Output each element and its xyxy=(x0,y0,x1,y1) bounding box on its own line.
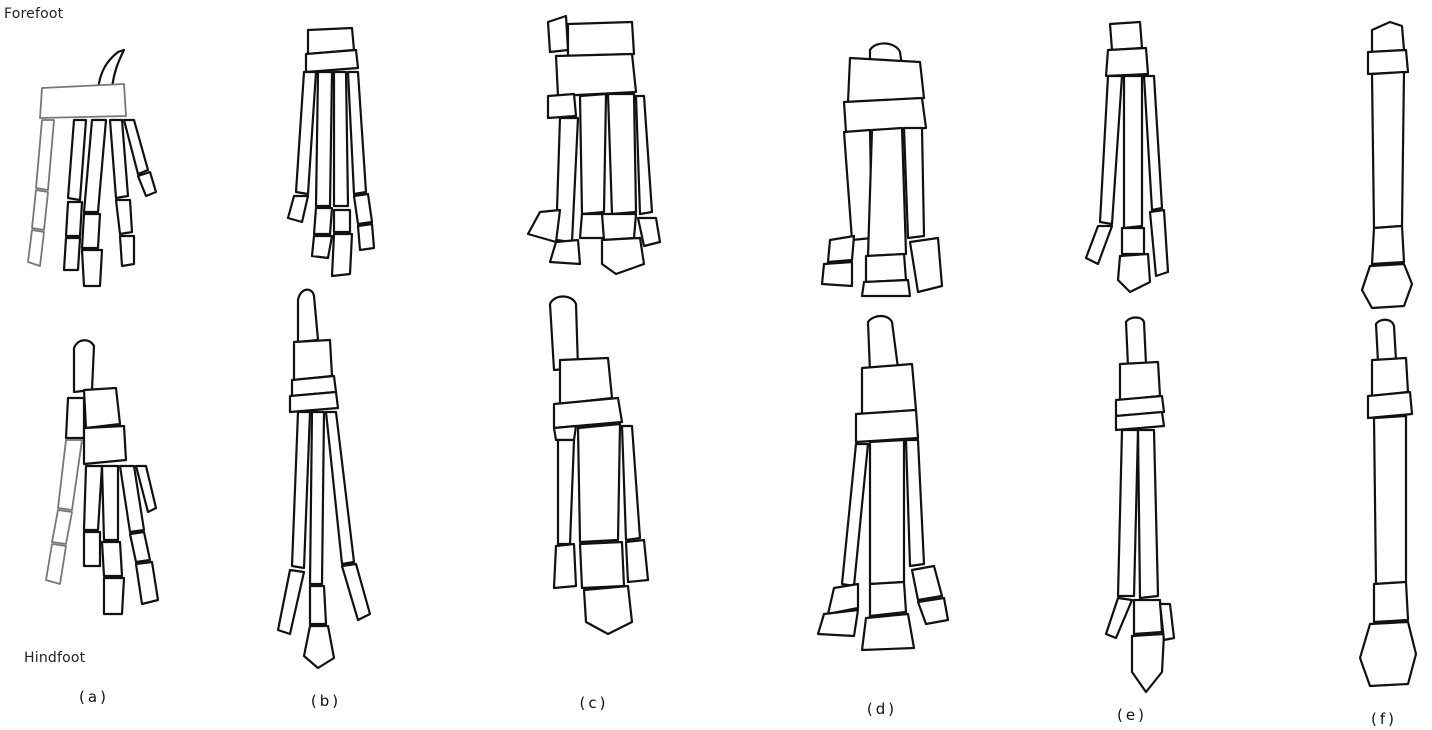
hindfoot-b-drawing xyxy=(268,284,388,674)
column-label-d: (d) xyxy=(867,700,897,718)
forefoot-e-drawing xyxy=(1078,18,1188,302)
column-label-b: (b) xyxy=(311,692,341,710)
column-label-a: (a) xyxy=(79,688,109,706)
hindfoot-a-drawing xyxy=(28,338,178,628)
hindfoot-d-drawing xyxy=(814,314,964,684)
hindfoot-f-drawing xyxy=(1350,318,1430,694)
forefoot-b-drawing xyxy=(278,26,388,286)
forefoot-f-drawing xyxy=(1348,16,1428,314)
column-label-f: (f) xyxy=(1371,710,1397,728)
hindfoot-c-drawing xyxy=(536,294,676,644)
forefoot-d-drawing xyxy=(810,40,960,296)
hindfoot-e-drawing xyxy=(1098,316,1188,696)
forefoot-label: Forefoot xyxy=(4,6,63,22)
forefoot-a-drawing xyxy=(28,40,178,300)
column-label-e: (e) xyxy=(1117,706,1147,724)
forefoot-c-drawing xyxy=(520,12,670,284)
column-label-c: (c) xyxy=(580,694,609,712)
hindfoot-label: Hindfoot xyxy=(24,650,85,666)
